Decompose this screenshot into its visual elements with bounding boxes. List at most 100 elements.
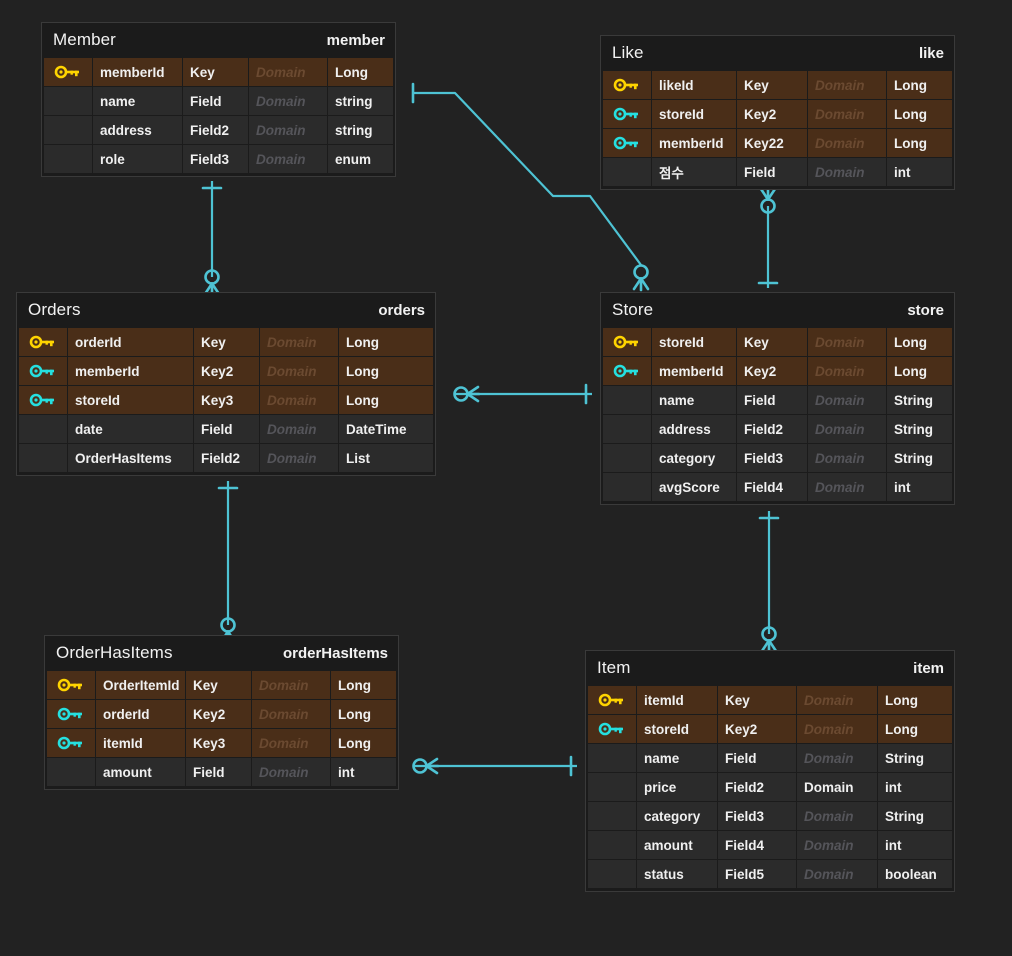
column-name[interactable]: name <box>93 87 182 115</box>
primary-key-icon[interactable] <box>19 328 67 356</box>
column-name[interactable]: category <box>652 444 736 472</box>
column-field[interactable]: Key3 <box>186 729 251 757</box>
column-domain[interactable]: Domain <box>808 129 886 157</box>
column-name[interactable]: memberId <box>68 357 193 385</box>
column-field[interactable]: Field4 <box>737 473 807 501</box>
column-field[interactable]: Field <box>186 758 251 786</box>
foreign-key-icon[interactable] <box>603 100 651 128</box>
column-field[interactable]: Key <box>737 71 807 99</box>
column-domain[interactable]: Domain <box>808 158 886 186</box>
column-domain[interactable]: Domain <box>252 671 330 699</box>
foreign-key-icon[interactable] <box>603 129 651 157</box>
column-name[interactable]: address <box>93 116 182 144</box>
key-slot-empty[interactable] <box>19 444 67 472</box>
column-field[interactable]: Key2 <box>186 700 251 728</box>
column-domain[interactable]: Domain <box>808 328 886 356</box>
column-type[interactable]: List <box>339 444 433 472</box>
column-field[interactable]: Field3 <box>737 444 807 472</box>
column-name[interactable]: storeId <box>652 328 736 356</box>
column-field[interactable]: Field4 <box>718 831 796 859</box>
column-name[interactable]: storeId <box>68 386 193 414</box>
column-field[interactable]: Key <box>183 58 248 86</box>
column-name[interactable]: storeId <box>652 100 736 128</box>
column-name[interactable]: role <box>93 145 182 173</box>
key-slot-empty[interactable] <box>588 860 636 888</box>
column-domain[interactable]: Domain <box>797 744 877 772</box>
column-domain[interactable]: Domain <box>797 715 877 743</box>
column-field[interactable]: Field <box>737 158 807 186</box>
column-field[interactable]: Key2 <box>194 357 259 385</box>
column-type[interactable]: Long <box>339 357 433 385</box>
column-type[interactable]: Long <box>328 58 393 86</box>
column-type[interactable]: String <box>887 386 952 414</box>
column-type[interactable]: int <box>878 773 952 801</box>
column-field[interactable]: Field5 <box>718 860 796 888</box>
column-type[interactable]: Long <box>878 686 952 714</box>
column-domain[interactable]: Domain <box>249 58 327 86</box>
column-domain[interactable]: Domain <box>260 444 338 472</box>
column-field[interactable]: Field2 <box>194 444 259 472</box>
column-name[interactable]: category <box>637 802 717 830</box>
primary-key-icon[interactable] <box>603 71 651 99</box>
column-domain[interactable]: Domain <box>249 145 327 173</box>
column-name[interactable]: OrderItemId <box>96 671 185 699</box>
column-type[interactable]: enum <box>328 145 393 173</box>
column-domain[interactable]: Domain <box>808 415 886 443</box>
foreign-key-icon[interactable] <box>603 357 651 385</box>
column-type[interactable]: int <box>331 758 396 786</box>
column-domain[interactable]: Domain <box>797 686 877 714</box>
key-slot-empty[interactable] <box>588 802 636 830</box>
column-type[interactable]: string <box>328 116 393 144</box>
primary-key-icon[interactable] <box>44 58 92 86</box>
column-field[interactable]: Key22 <box>737 129 807 157</box>
column-domain[interactable]: Domain <box>249 87 327 115</box>
column-domain[interactable]: Domain <box>808 386 886 414</box>
column-type[interactable]: DateTime <box>339 415 433 443</box>
key-slot-empty[interactable] <box>603 415 651 443</box>
foreign-key-icon[interactable] <box>47 729 95 757</box>
column-field[interactable]: Field3 <box>183 145 248 173</box>
column-type[interactable]: Long <box>331 729 396 757</box>
column-type[interactable]: String <box>887 444 952 472</box>
column-domain[interactable]: Domain <box>252 700 330 728</box>
column-domain[interactable]: Domain <box>260 386 338 414</box>
foreign-key-icon[interactable] <box>588 715 636 743</box>
column-domain[interactable]: Domain <box>808 444 886 472</box>
column-field[interactable]: Field <box>737 386 807 414</box>
column-name[interactable]: name <box>652 386 736 414</box>
column-field[interactable]: Field2 <box>718 773 796 801</box>
column-field[interactable]: Key2 <box>718 715 796 743</box>
column-type[interactable]: boolean <box>878 860 952 888</box>
column-field[interactable]: Key <box>186 671 251 699</box>
column-name[interactable]: memberId <box>652 129 736 157</box>
column-domain[interactable]: Domain <box>797 773 877 801</box>
column-type[interactable]: Long <box>331 700 396 728</box>
column-type[interactable]: Long <box>887 357 952 385</box>
column-type[interactable]: Long <box>887 100 952 128</box>
column-domain[interactable]: Domain <box>808 357 886 385</box>
column-field[interactable]: Field3 <box>718 802 796 830</box>
column-name[interactable]: OrderHasItems <box>68 444 193 472</box>
column-field[interactable]: Field <box>718 744 796 772</box>
key-slot-empty[interactable] <box>588 773 636 801</box>
column-name[interactable]: orderId <box>96 700 185 728</box>
